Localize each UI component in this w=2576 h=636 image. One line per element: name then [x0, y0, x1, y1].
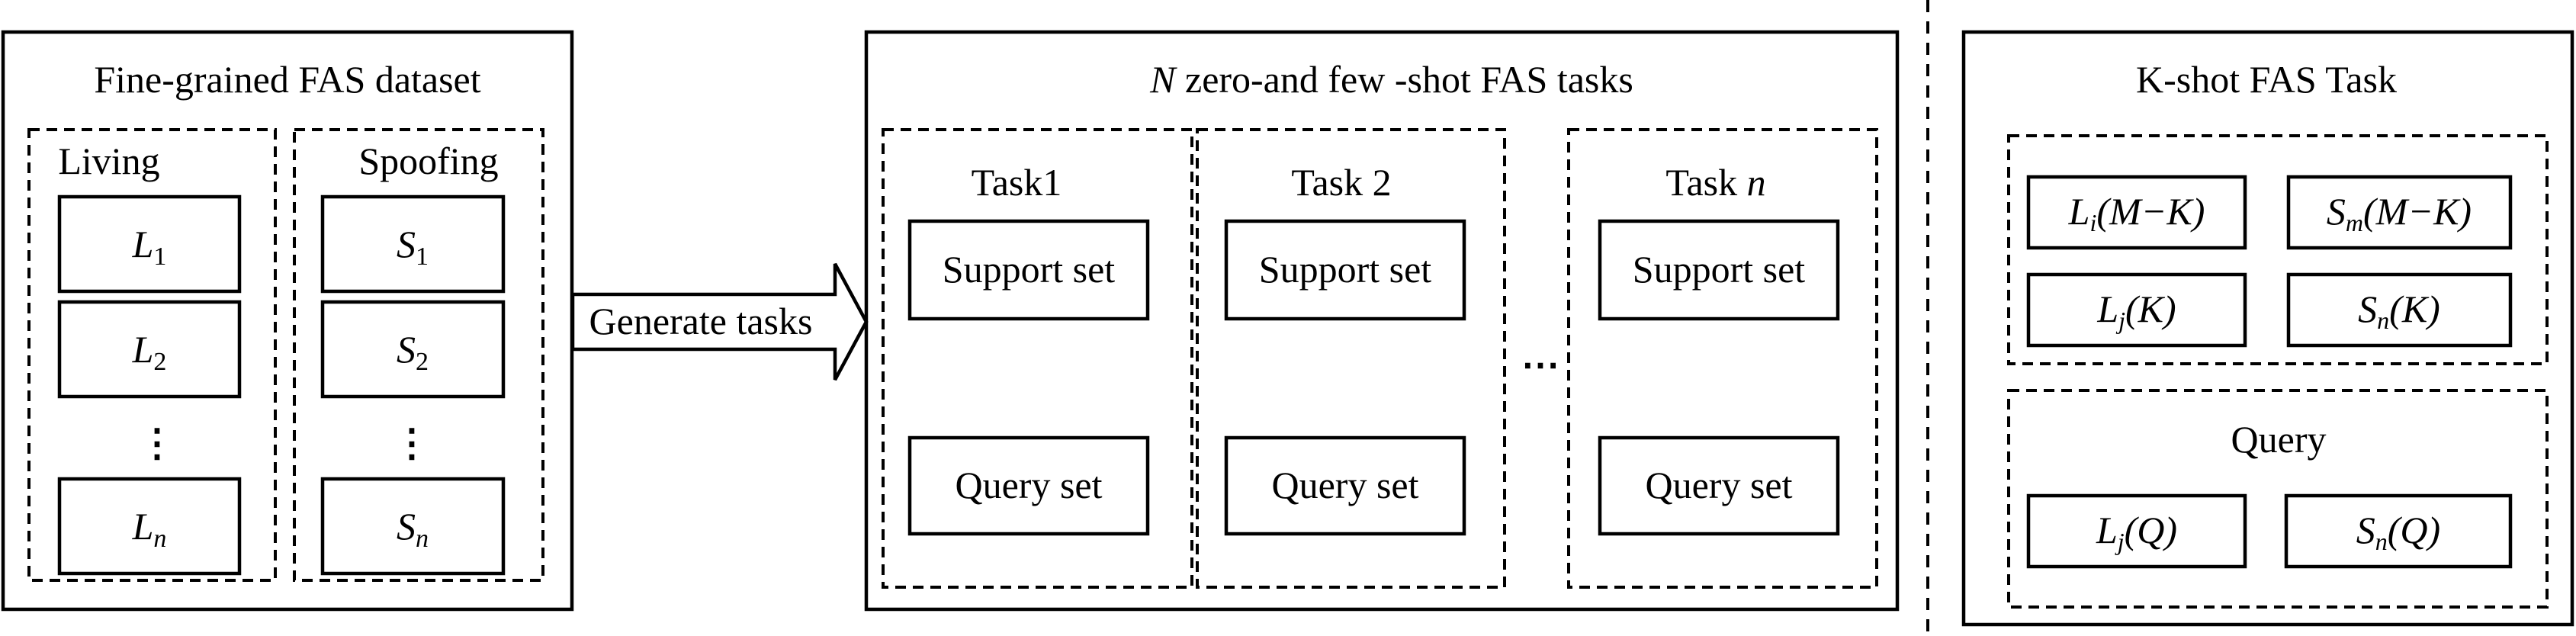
living-group: Living L1 L2 ⋮ Ln [27, 128, 277, 582]
dataset-title: Fine-grained FAS dataset [94, 58, 480, 101]
spoofing-ellipsis: ⋮ [393, 422, 431, 464]
spoofing-dashed-frame [293, 128, 544, 582]
kshot-support-frame [2007, 134, 2549, 365]
kshot-support-item-label: Lj(K) [2096, 287, 2176, 334]
kshot-title: K-shot FAS Task [2136, 58, 2397, 101]
spoofing-label: Spoofing [358, 140, 498, 182]
tasks-panel: N zero-and few -shot FAS tasks Task1 Sup… [864, 30, 1900, 612]
living-item: Ln [57, 477, 242, 576]
kshot-query-group: Query Lj(Q) Sn(Q) [2007, 389, 2549, 609]
task-1-support-label: Support set [943, 248, 1116, 291]
living-item-box [57, 477, 242, 576]
spoofing-item-box [320, 300, 506, 399]
task-n-query-label: Query set [1646, 464, 1793, 506]
living-item: L1 [57, 194, 242, 294]
task-1-query-label: Query set [956, 464, 1103, 506]
kshot-query-frame [2007, 389, 2549, 609]
living-dashed-frame [27, 128, 277, 582]
living-label: Living [58, 140, 159, 182]
spoofing-item-box [320, 194, 506, 294]
kshot-query-item-box [2026, 493, 2247, 569]
tasks-border [864, 30, 1900, 612]
kshot-support-group: Li(M−K) Sm(M−K) Lj(K) Sn(K) [2007, 134, 2549, 365]
task-2-query-label: Query set [1272, 464, 1419, 506]
living-item: L2 [57, 300, 242, 399]
living-item-label: L2 [132, 328, 167, 376]
task-2-support-box [1224, 219, 1466, 321]
kshot-support-item-box [2286, 175, 2513, 250]
task-1: Task1 Support set Query set [882, 128, 1193, 589]
kshot-panel: K-shot FAS Task Li(M−K) Sm(M−K) Lj(K) Sn… [1961, 30, 2574, 627]
spoofing-item: S1 [320, 194, 506, 294]
dataset-panel: Fine-grained FAS dataset Living L1 L2 ⋮ … [1, 30, 574, 612]
tasks-title: N zero-and few -shot FAS tasks [1149, 58, 1633, 101]
kshot-support-item-label: Sn(K) [2358, 287, 2440, 334]
spoofing-item: S2 [320, 300, 506, 399]
tasks-ellipsis: ⋯ [1521, 343, 1559, 386]
living-item-box [57, 194, 242, 294]
kshot-support-item-box [2026, 272, 2247, 348]
living-ellipsis: ⋮ [138, 422, 176, 464]
task-1-frame [882, 128, 1193, 589]
generate-tasks-arrow: Generate tasks [570, 262, 869, 381]
kshot-query-label: Query [2231, 418, 2327, 461]
living-item-label: Ln [132, 505, 167, 553]
task-n-query-box [1598, 435, 1840, 536]
task-n: Task n Support set Query set [1567, 128, 1878, 589]
kshot-support-item-box [2286, 272, 2513, 348]
task-n-support-box [1598, 219, 1840, 321]
task-1-query-box [907, 435, 1150, 536]
spoofing-item-label: S2 [397, 328, 429, 376]
spoofing-item-label: Sn [397, 505, 429, 553]
arrow-label: Generate tasks [589, 300, 813, 342]
task-2: Task 2 Support set Query set [1196, 128, 1506, 589]
task-n-frame [1567, 128, 1878, 589]
task-n-support-label: Support set [1633, 248, 1806, 291]
living-item-label: L1 [132, 223, 167, 271]
kshot-query-item-label: Lj(Q) [2096, 509, 2177, 555]
spoofing-item-label: S1 [397, 223, 429, 271]
spoofing-group: Spoofing S1 S2 ⋮ Sn [293, 128, 544, 582]
kshot-query-item-label: Sn(Q) [2356, 509, 2440, 555]
task-2-support-label: Support set [1259, 248, 1432, 291]
spoofing-item: Sn [320, 477, 506, 576]
task-1-label: Task1 [972, 161, 1062, 204]
task-2-frame [1196, 128, 1506, 589]
kshot-support-item-label: Li(M−K) [2068, 190, 2205, 236]
kshot-support-item-box [2026, 175, 2247, 250]
kshot-border [1961, 30, 2574, 627]
arrow-shape [570, 262, 869, 381]
task-2-label: Task 2 [1291, 161, 1391, 204]
task-2-query-box [1224, 435, 1466, 536]
spoofing-item-box [320, 477, 506, 576]
task-1-support-box [907, 219, 1150, 321]
living-item-box [57, 300, 242, 399]
task-n-label: Task n [1665, 161, 1765, 204]
kshot-query-item-box [2284, 493, 2513, 569]
kshot-support-item-label: Sm(M−K) [2327, 190, 2472, 236]
